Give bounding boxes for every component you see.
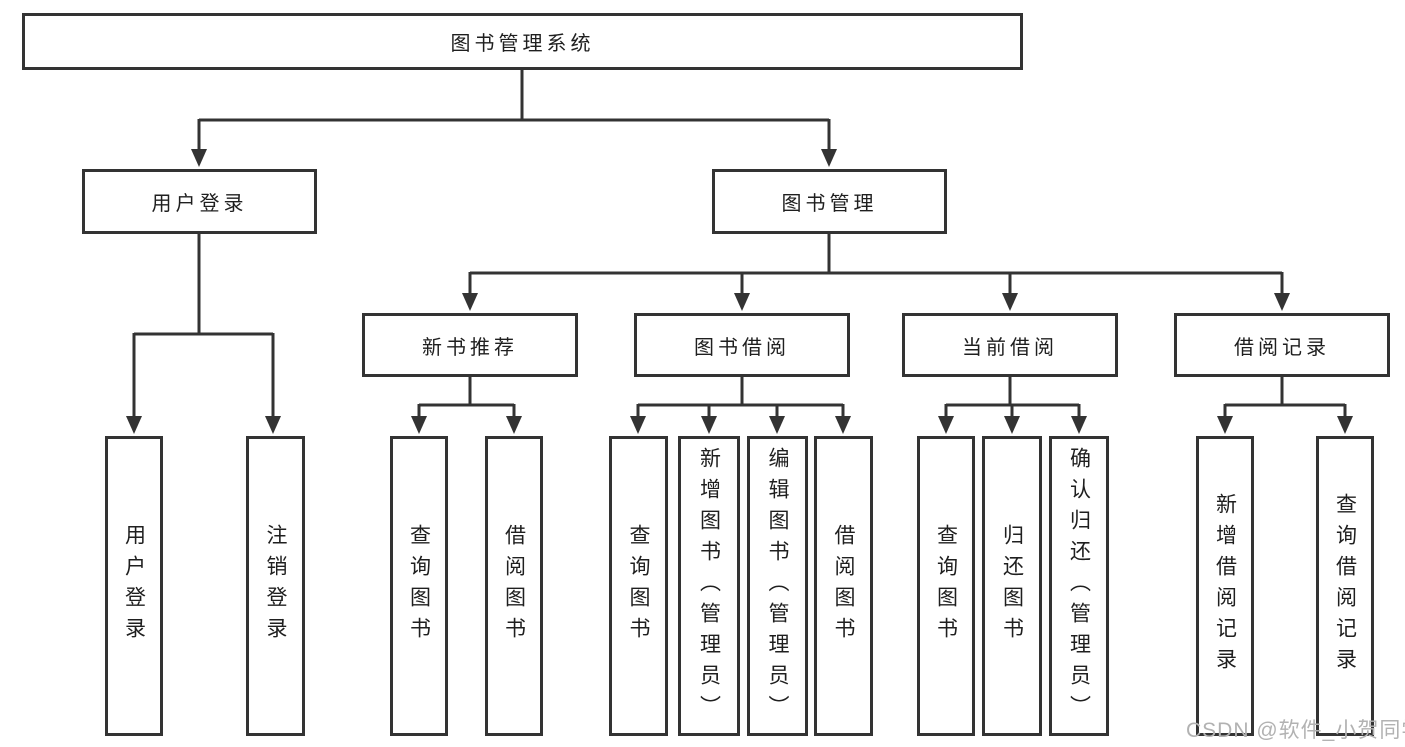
node-book-management-label: 图书管理: [781, 193, 878, 215]
arrow-down-icon: [734, 293, 750, 311]
leaf-add-book-admin: 新增图书（管理员）: [678, 436, 740, 736]
node-root: 图书管理系统: [22, 13, 1023, 70]
arrow-down-icon: [630, 416, 646, 434]
arrow-down-icon: [701, 416, 717, 434]
leaf-query-books-recommend: 查询图书: [390, 436, 448, 736]
leaf-borrow-books-recommend: 借阅图书: [485, 436, 543, 736]
leaf-add-borrow-record-label: 新增借阅记录: [1213, 493, 1237, 679]
arrow-down-icon: [821, 149, 837, 167]
arrow-down-icon: [1217, 416, 1233, 434]
leaf-query-books-borrow: 查询图书: [609, 436, 668, 736]
node-book-borrow: 图书借阅: [634, 313, 850, 377]
leaf-add-borrow-record: 新增借阅记录: [1196, 436, 1254, 736]
arrow-down-icon: [835, 416, 851, 434]
leaf-logout-label: 注销登录: [264, 524, 287, 648]
leaf-confirm-return-admin-label: 确认归还（管理员）: [1067, 446, 1091, 726]
node-current-borrow: 当前借阅: [902, 313, 1118, 377]
arrow-down-icon: [938, 416, 954, 434]
leaf-borrow-books-recommend-label: 借阅图书: [502, 524, 526, 648]
arrow-down-icon: [769, 416, 785, 434]
leaf-user-login-label: 用户登录: [122, 524, 146, 648]
leaf-query-books-current-label: 查询图书: [934, 524, 958, 648]
arrow-down-icon: [1274, 293, 1290, 311]
arrow-down-icon: [265, 416, 281, 434]
leaf-borrow-books-borrow-label: 借阅图书: [832, 524, 855, 648]
arrow-down-icon: [1071, 416, 1087, 434]
node-new-book-recommend: 新书推荐: [362, 313, 578, 377]
leaf-logout: 注销登录: [246, 436, 305, 736]
node-user-login: 用户登录: [82, 169, 317, 234]
leaf-query-books-borrow-label: 查询图书: [627, 524, 650, 648]
arrow-down-icon: [462, 293, 478, 311]
arrow-down-icon: [1002, 293, 1018, 311]
leaf-edit-book-admin-label: 编辑图书（管理员）: [766, 446, 789, 726]
leaf-query-borrow-record-label: 查询借阅记录: [1333, 493, 1357, 679]
node-book-borrow-label: 图书借阅: [694, 336, 790, 359]
leaf-add-book-admin-label: 新增图书（管理员）: [697, 446, 721, 726]
leaf-query-books-recommend-label: 查询图书: [407, 524, 431, 648]
node-book-management: 图书管理: [712, 169, 947, 234]
leaf-edit-book-admin: 编辑图书（管理员）: [747, 436, 808, 736]
arrow-down-icon: [411, 416, 427, 434]
leaf-query-borrow-record: 查询借阅记录: [1316, 436, 1374, 736]
leaf-query-books-current: 查询图书: [917, 436, 975, 736]
leaf-return-book-label: 归还图书: [1000, 524, 1024, 648]
arrow-down-icon: [191, 149, 207, 167]
arrow-down-icon: [1004, 416, 1020, 434]
csdn-watermark: CSDN @软件_小贺同学: [1186, 719, 1405, 742]
node-current-borrow-label: 当前借阅: [962, 336, 1058, 359]
node-user-login-label: 用户登录: [151, 193, 248, 215]
leaf-confirm-return-admin: 确认归还（管理员）: [1049, 436, 1109, 736]
node-borrow-records: 借阅记录: [1174, 313, 1390, 377]
node-root-label: 图书管理系统: [450, 33, 595, 55]
arrow-down-icon: [1337, 416, 1353, 434]
leaf-return-book: 归还图书: [982, 436, 1042, 736]
node-borrow-records-label: 借阅记录: [1234, 336, 1330, 359]
node-new-book-recommend-label: 新书推荐: [422, 336, 518, 359]
arrow-down-icon: [126, 416, 142, 434]
leaf-borrow-books-borrow: 借阅图书: [814, 436, 873, 736]
leaf-user-login: 用户登录: [105, 436, 163, 736]
arrow-down-icon: [506, 416, 522, 434]
